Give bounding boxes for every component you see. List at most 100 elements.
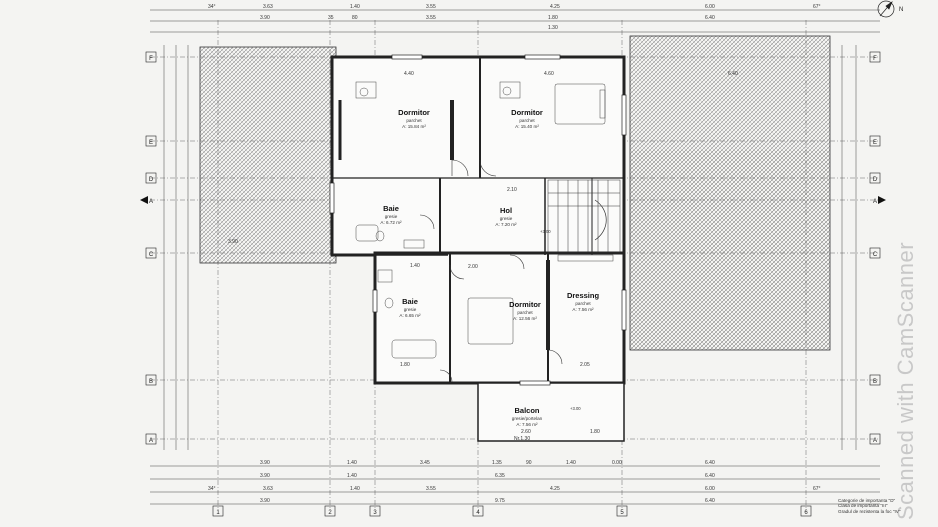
svg-text:3.90: 3.90 [260, 15, 270, 21]
room-dressing-area: A: 7.56 m² [572, 307, 594, 312]
furniture [355, 81, 614, 359]
section-arrow-left-icon [140, 196, 148, 204]
svg-text:6.00: 6.00 [705, 486, 715, 492]
axis-5: 5 [620, 510, 624, 516]
svg-text:4.25: 4.25 [550, 486, 560, 492]
top-dimension-text: 34° 3.63 1.40 3.55 4.25 6.00 67° 3.90 35… [208, 4, 821, 31]
camscanner-watermark: Scanned with CamScanner [893, 241, 918, 520]
svg-text:4.60: 4.60 [544, 71, 554, 77]
svg-text:2.00: 2.00 [468, 264, 478, 270]
tub-top [355, 224, 379, 242]
side-dimension-lines [163, 45, 857, 450]
svg-text:3.63: 3.63 [263, 4, 273, 10]
axis-labels-left: F E D A C B A [145, 51, 157, 445]
room-dormitor-bottom-area: A: 12.56 m² [513, 316, 537, 321]
compass-icon [877, 0, 895, 18]
title-block-legend: Categorie de importanta "D" Clasa de imp… [838, 498, 934, 514]
axis-A-left: A [149, 438, 153, 444]
level-balcon: +3.00 [570, 406, 581, 411]
svg-text:6.40: 6.40 [705, 498, 715, 504]
legend-line-fire-resistance: Gradul de rezistenta la foc "IV" [838, 508, 901, 514]
svg-text:3.55: 3.55 [426, 15, 436, 21]
svg-text:90: 90 [526, 460, 532, 466]
svg-text:6.40: 6.40 [705, 460, 715, 466]
svg-text:2.10: 2.10 [507, 187, 517, 193]
svg-text:1.40: 1.40 [350, 4, 360, 10]
room-dormitor-left-area: A: 15.84 m² [402, 124, 426, 129]
room-baie-top-name: Baie [383, 204, 399, 213]
room-hol-name: Hol [500, 206, 512, 215]
axis-3: 3 [373, 510, 377, 516]
room-baie-bottom-floor: gresie [404, 307, 417, 312]
svg-text:67°: 67° [813, 4, 821, 10]
staircase [547, 179, 621, 253]
roof-left-label: 3.90 [228, 239, 238, 245]
svg-text:1.40: 1.40 [347, 460, 357, 466]
room-balcon-name: Balcon [514, 406, 539, 415]
svg-text:2.05: 2.05 [580, 362, 590, 368]
svg-text:3.90: 3.90 [260, 473, 270, 479]
svg-text:9.75: 9.75 [495, 498, 505, 504]
room-balcon-area: A: 7.56 m² [516, 422, 538, 427]
room-dormitor-left-floor: parchet [406, 118, 422, 123]
bed-bottom [467, 297, 514, 345]
bottom-dimension-text: 3.90 1.40 3.45 1.35 90 1.40 0.00 6.40 3.… [208, 460, 821, 504]
svg-text:3.63: 3.63 [263, 486, 273, 492]
svg-text:2.60: 2.60 [521, 429, 531, 435]
room-baie-bottom-area: A: 6.65 m² [399, 313, 421, 318]
section-markers [140, 196, 886, 204]
svg-text:6.00: 6.00 [705, 4, 715, 10]
roof-left [199, 46, 337, 264]
svg-text:1.80: 1.80 [548, 15, 558, 21]
room-dormitor-bottom-name: Dormitor [509, 300, 541, 309]
axis-E-right: E [873, 140, 877, 146]
roof-right-label: 6.40 [728, 71, 738, 77]
room-hol-area: A: 7.20 m² [495, 222, 517, 227]
axis-6: 6 [804, 510, 808, 516]
room-dormitor-right-name: Dormitor [511, 108, 543, 117]
svg-text:35: 35 [328, 15, 334, 21]
room-dormitor-right-area: A: 15.40 m² [515, 124, 539, 129]
svg-text:34°: 34° [208, 486, 216, 492]
axis-labels-bottom: 1 2 3 4 5 6 [212, 505, 812, 517]
axis-D-right: D [873, 177, 878, 183]
axis-F-right: F [873, 56, 877, 62]
svg-text:80: 80 [352, 15, 358, 21]
svg-text:1.80: 1.80 [400, 362, 410, 368]
room-balcon-floor: gresie/portelan [512, 416, 543, 421]
legend-line-importance-category: Categorie de importanta "D" [838, 498, 896, 503]
svg-text:3.90: 3.90 [260, 498, 270, 504]
room-baie-top-floor: gresie [385, 214, 398, 219]
compass-north-label: N [899, 7, 903, 13]
svg-text:3.55: 3.55 [426, 4, 436, 10]
svg-text:1.80: 1.80 [590, 429, 600, 435]
svg-text:6.40: 6.40 [705, 473, 715, 479]
axis-D-left: D [149, 177, 154, 183]
axis-labels-right: F E D A C B A [869, 51, 881, 445]
svg-text:6.40: 6.40 [705, 15, 715, 21]
axis-C-left: C [149, 252, 154, 258]
svg-text:3.90: 3.90 [260, 460, 270, 466]
axis-B-left: B [149, 379, 153, 385]
top-dimension-lines [150, 9, 880, 33]
svg-text:Nr.1.30: Nr.1.30 [514, 436, 530, 442]
axis-A-section-right: A [873, 199, 877, 205]
svg-text:1.30: 1.30 [548, 25, 558, 31]
svg-text:1.40: 1.40 [347, 473, 357, 479]
axis-4: 4 [476, 510, 480, 516]
room-dormitor-left-name: Dormitor [398, 108, 430, 117]
svg-text:1.40: 1.40 [566, 460, 576, 466]
room-baie-bottom-name: Baie [402, 297, 418, 306]
interior-dimensions: 4.40 4.60 2.10 2.00 1.40 1.80 2.05 2.60 … [400, 71, 600, 442]
level-hol: +3.00 [540, 229, 551, 234]
axis-A-section-left: A [149, 199, 153, 205]
section-arrow-right-icon [878, 196, 886, 204]
room-dormitor-bottom-floor: parchet [517, 310, 533, 315]
svg-text:67°: 67° [813, 486, 821, 492]
svg-text:4.25: 4.25 [550, 4, 560, 10]
room-dressing-name: Dressing [567, 291, 600, 300]
axis-B-right: B [873, 379, 877, 385]
room-hol-floor: gresie [500, 216, 513, 221]
room-dressing-floor: parchet [575, 301, 591, 306]
